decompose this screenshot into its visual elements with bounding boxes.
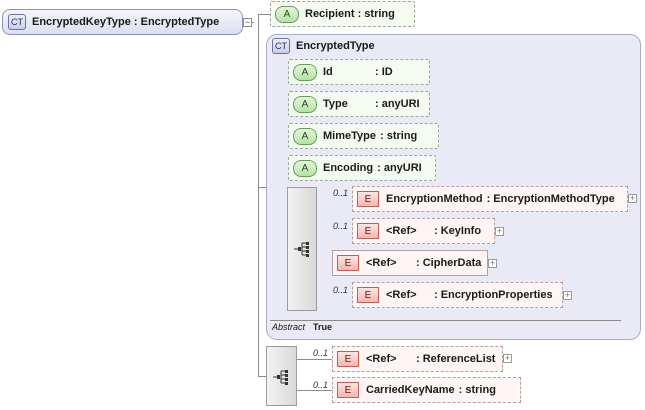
attribute-badge-icon: A	[293, 159, 317, 177]
sequence-compositor[interactable]	[287, 187, 317, 311]
attribute-name: Id	[323, 66, 333, 78]
element-type: : ReferenceList	[416, 353, 496, 365]
element-type: : EncryptionMethodType	[486, 193, 615, 205]
element-name: <Ref>	[386, 289, 417, 301]
ct-badge-icon: CT	[8, 14, 26, 30]
element-encryption-method[interactable]: E EncryptionMethod : EncryptionMethodTyp…	[352, 186, 628, 212]
element-type: : KeyInfo	[434, 225, 482, 237]
expand-plus-icon[interactable]: +	[503, 353, 512, 363]
attribute-name: Type	[323, 98, 348, 110]
element-ref-encryption-properties[interactable]: E <Ref> : EncryptionProperties	[352, 282, 563, 308]
occurrence-label: 0..1	[333, 188, 349, 198]
occurrence-label: 0..1	[333, 285, 349, 295]
element-name: <Ref>	[366, 353, 397, 365]
element-ref-cipherdata[interactable]: E <Ref> : CipherData	[332, 250, 488, 276]
occurrence-label: 0..1	[313, 348, 329, 358]
element-carriedkeyname[interactable]: E CarriedKeyName : string	[332, 377, 521, 403]
root-complex-type-node[interactable]: CT EncryptedKeyType : EncryptedType	[2, 9, 243, 35]
sequence-icon	[273, 370, 288, 385]
attribute-name: Encoding	[323, 162, 374, 174]
attribute-id[interactable]: A Id : ID	[288, 59, 430, 85]
element-ref-keyinfo[interactable]: E <Ref> : KeyInfo	[352, 218, 495, 244]
complex-type-title: CT EncryptedType	[272, 38, 375, 54]
element-type: : EncryptionProperties	[434, 289, 553, 301]
element-name: EncryptionMethod	[386, 193, 483, 205]
element-name: CarriedKeyName	[366, 384, 455, 396]
expand-plus-icon[interactable]: +	[495, 226, 504, 236]
attribute-badge-icon: A	[293, 127, 317, 145]
element-badge-icon: E	[337, 255, 359, 271]
attribute-type: : string	[379, 130, 418, 142]
sequence-compositor-extension[interactable]	[266, 346, 297, 406]
abstract-label: Abstract	[272, 322, 306, 332]
element-name: <Ref>	[366, 257, 397, 269]
attribute-badge-icon: A	[293, 63, 317, 81]
abstract-value: True	[313, 322, 333, 332]
abstract-property: Abstract True	[272, 322, 332, 332]
attribute-type: : anyURI	[375, 98, 420, 110]
root-label: EncryptedKeyType : EncryptedType	[32, 16, 220, 28]
element-badge-icon: E	[357, 223, 379, 239]
attribute-mimetype[interactable]: A MimeType : string	[288, 123, 439, 149]
element-name: <Ref>	[386, 225, 417, 237]
attribute-recipient[interactable]: A Recipient : string	[270, 1, 415, 27]
attribute-type: : ID	[375, 66, 393, 78]
attribute-encoding[interactable]: A Encoding : anyURI	[288, 155, 436, 181]
expand-plus-icon[interactable]: +	[628, 193, 637, 203]
element-badge-icon: E	[357, 287, 379, 303]
complex-type-name: EncryptedType	[296, 40, 375, 52]
ct-badge-icon: CT	[272, 38, 290, 54]
sequence-icon	[294, 242, 309, 257]
attribute-name: MimeType	[323, 130, 376, 142]
element-badge-icon: E	[337, 382, 359, 398]
occurrence-label: 0..1	[333, 221, 349, 231]
attribute-label: Recipient : string	[305, 8, 395, 20]
attribute-badge-icon: A	[293, 95, 317, 113]
element-badge-icon: E	[357, 191, 379, 207]
element-type: : CipherData	[416, 257, 482, 269]
collapse-minus-icon[interactable]: −	[243, 17, 252, 27]
element-badge-icon: E	[337, 351, 359, 367]
element-ref-referencelist[interactable]: E <Ref> : ReferenceList	[332, 346, 503, 372]
attribute-type[interactable]: A Type : anyURI	[288, 91, 430, 117]
expand-plus-icon[interactable]: +	[563, 290, 572, 300]
element-type: : string	[458, 384, 496, 396]
attribute-badge-icon: A	[275, 5, 299, 23]
occurrence-label: 0..1	[313, 380, 329, 390]
expand-plus-icon[interactable]: +	[488, 258, 497, 268]
attribute-type: : anyURI	[377, 162, 422, 174]
